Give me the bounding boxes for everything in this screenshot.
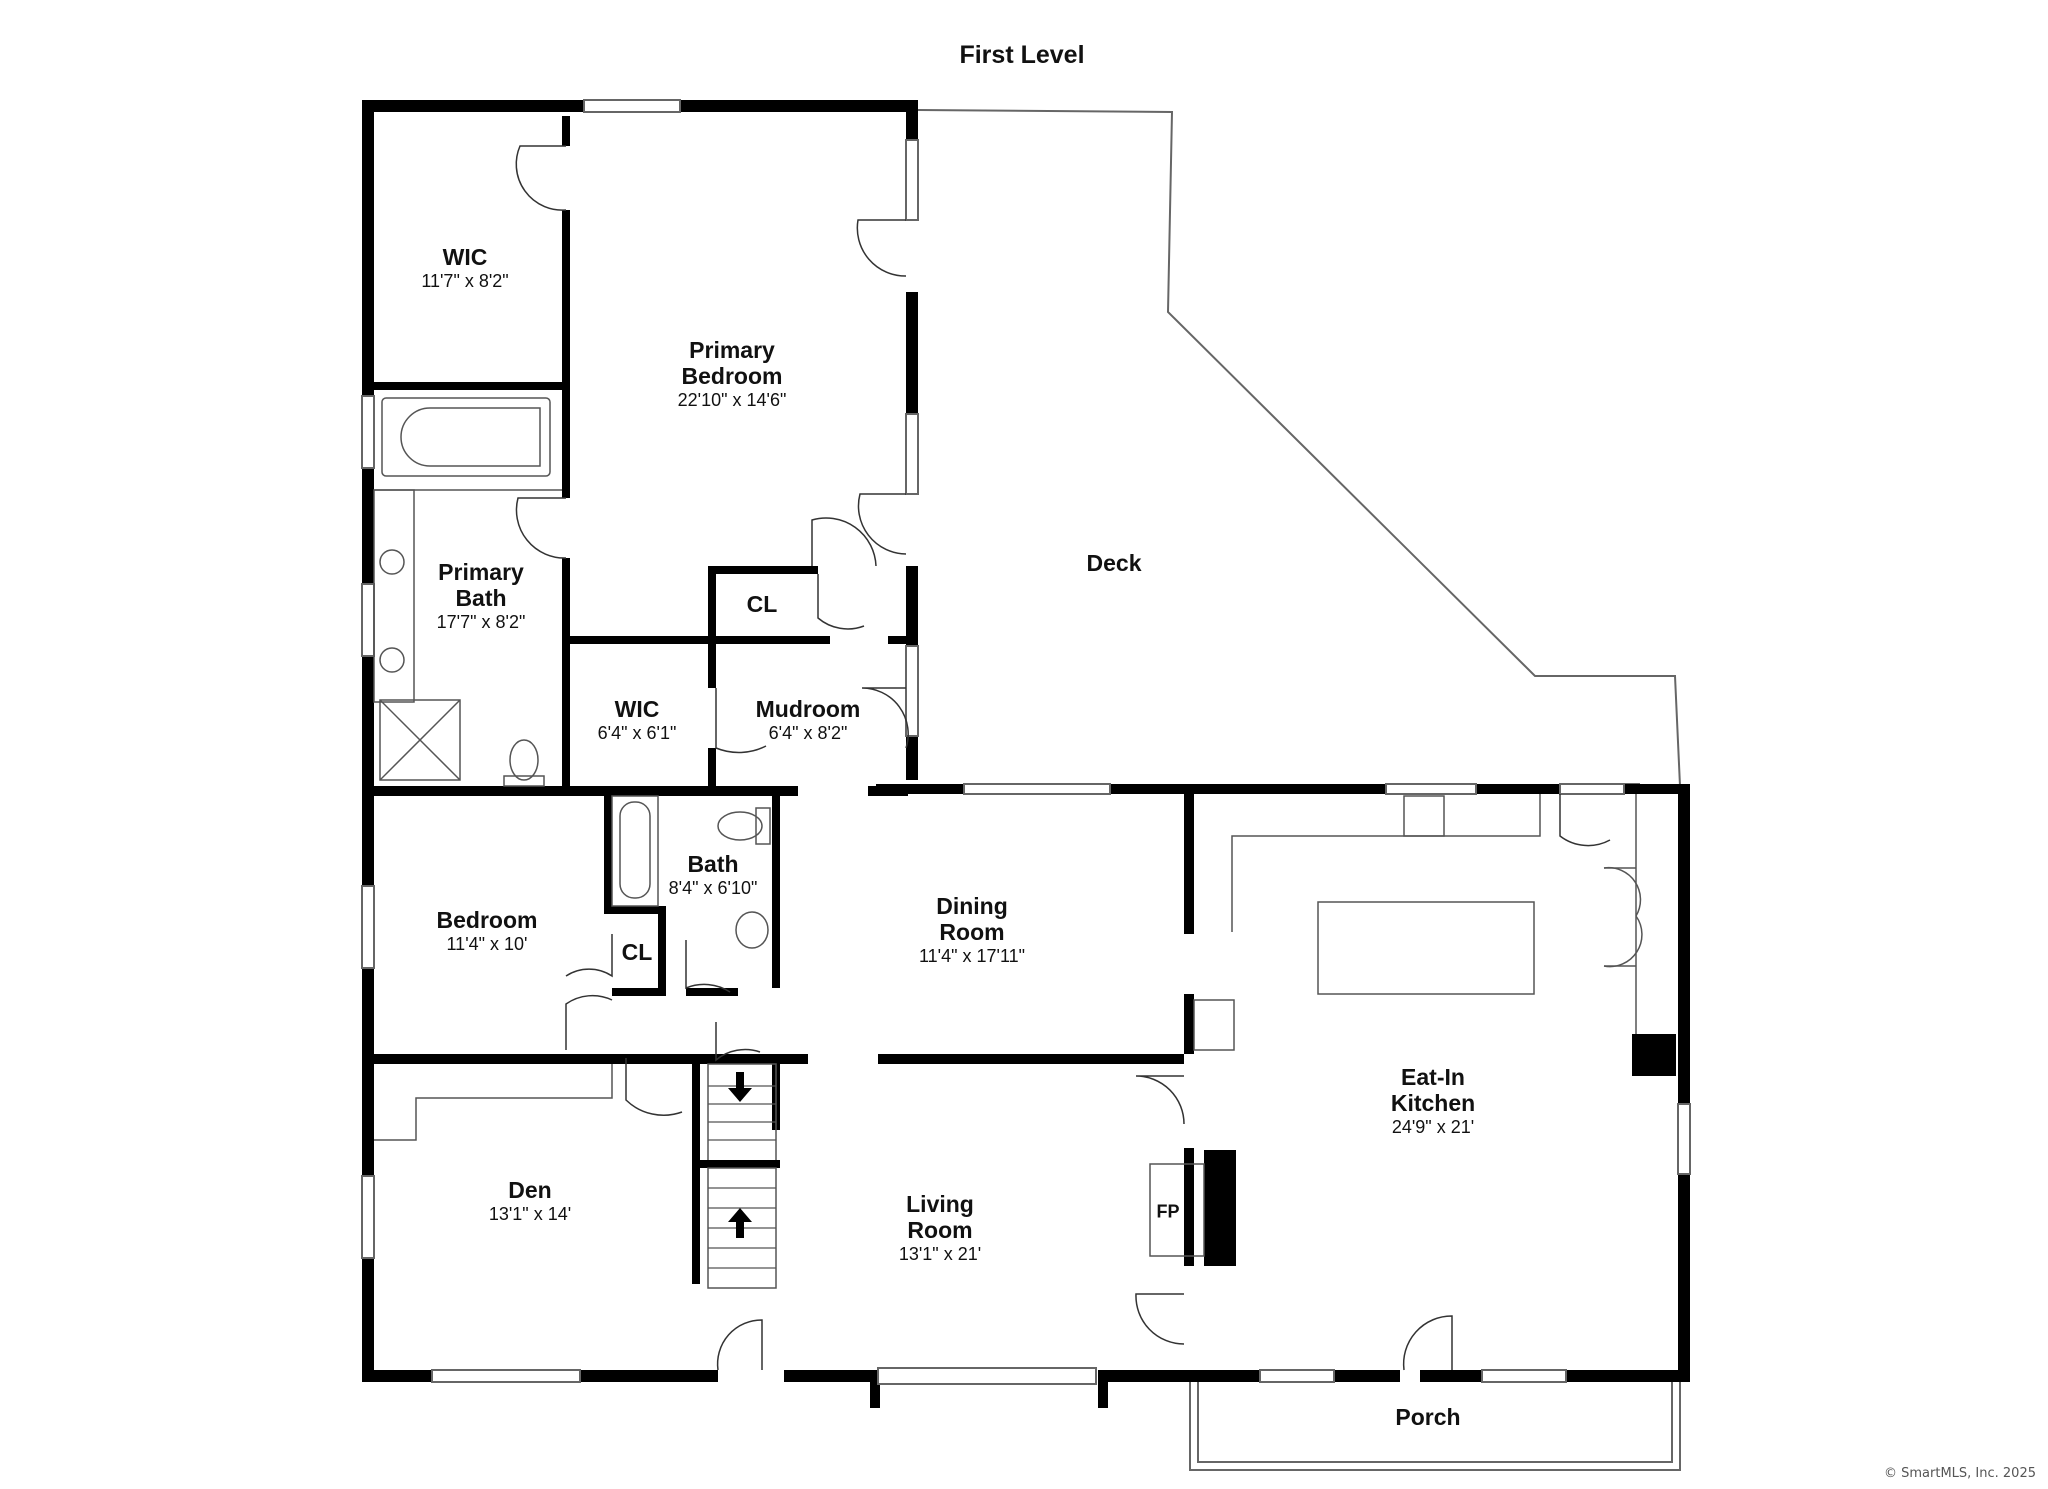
deck-outline xyxy=(917,109,1681,787)
room-name: CL xyxy=(746,591,778,618)
room-name: Primary Bedroom xyxy=(681,337,783,389)
fixtures xyxy=(373,397,1643,1257)
room-name: Eat-In Kitchen xyxy=(1390,1064,1476,1116)
room-living-room: Living Room 13'1" x 21' xyxy=(898,1191,982,1264)
interior-walls xyxy=(374,116,1676,1284)
room-dimension: 11'7" x 8'2" xyxy=(421,270,509,291)
room-wic-master: WIC 11'7" x 8'2" xyxy=(421,244,509,291)
room-primary-bath: Primary Bath 17'7" x 8'2" xyxy=(436,559,526,632)
room-mudroom: Mudroom 6'4" x 8'2" xyxy=(755,696,861,743)
windows xyxy=(361,99,1691,1385)
room-name: Primary Bath xyxy=(438,559,524,611)
room-wic-small: WIC 6'4" x 6'1" xyxy=(597,696,677,743)
room-name: Bath xyxy=(687,851,739,878)
room-name: Living Room xyxy=(906,1191,974,1243)
room-dining-room: Dining Room 11'4" x 17'11" xyxy=(918,893,1026,966)
room-name: Bedroom xyxy=(436,907,538,934)
page-title: First Level xyxy=(959,41,1084,69)
room-dimension: 22'10" x 14'6" xyxy=(677,389,787,410)
exterior-walls xyxy=(362,100,1690,1408)
room-name: Porch xyxy=(1395,1404,1461,1431)
page-title-text: First Level xyxy=(959,41,1085,69)
room-dimension: 6'4" x 6'1" xyxy=(597,722,677,743)
room-cl-lower: CL xyxy=(621,939,653,966)
room-porch: Porch xyxy=(1395,1404,1461,1431)
room-primary-bedroom: Primary Bedroom 22'10" x 14'6" xyxy=(677,337,787,410)
door-swings xyxy=(515,145,1611,1371)
room-dimension: 11'4" x 17'11" xyxy=(918,945,1026,966)
copyright-notice: © SmartMLS, Inc. 2025 xyxy=(1883,1466,2036,1481)
room-dimension: 6'4" x 8'2" xyxy=(768,722,848,743)
stairs xyxy=(700,1063,780,1289)
room-bedroom: Bedroom 11'4" x 10' xyxy=(436,907,538,954)
stair-down-arrow-icon xyxy=(728,1072,752,1102)
room-dimension: 11'4" x 10' xyxy=(446,933,528,954)
stair-up-arrow-icon xyxy=(728,1208,752,1238)
room-dimension: 13'1" x 14' xyxy=(488,1203,572,1224)
fireplace-label: FP xyxy=(1156,1202,1179,1223)
porch-outline xyxy=(1189,1370,1681,1471)
room-dimension: 13'1" x 21' xyxy=(898,1243,982,1264)
room-name: CL xyxy=(621,939,653,966)
room-name: Deck xyxy=(1086,550,1142,577)
room-dimension: 24'9" x 21' xyxy=(1391,1116,1475,1137)
room-dimension: 17'7" x 8'2" xyxy=(436,611,526,632)
room-deck: Deck xyxy=(1086,550,1142,577)
room-name: Mudroom xyxy=(755,696,861,723)
room-name: WIC xyxy=(442,244,488,271)
room-bath: Bath 8'4" x 6'10" xyxy=(668,851,758,898)
room-cl-upper: CL xyxy=(746,591,778,618)
room-dimension: 8'4" x 6'10" xyxy=(668,877,758,898)
room-eat-in-kitchen: Eat-In Kitchen 24'9" x 21' xyxy=(1390,1064,1476,1137)
room-name: WIC xyxy=(614,696,660,723)
room-name: Dining Room xyxy=(936,893,1008,945)
room-name: FP xyxy=(1156,1201,1180,1222)
room-name: Den xyxy=(508,1177,552,1204)
room-den: Den 13'1" x 14' xyxy=(488,1177,572,1224)
